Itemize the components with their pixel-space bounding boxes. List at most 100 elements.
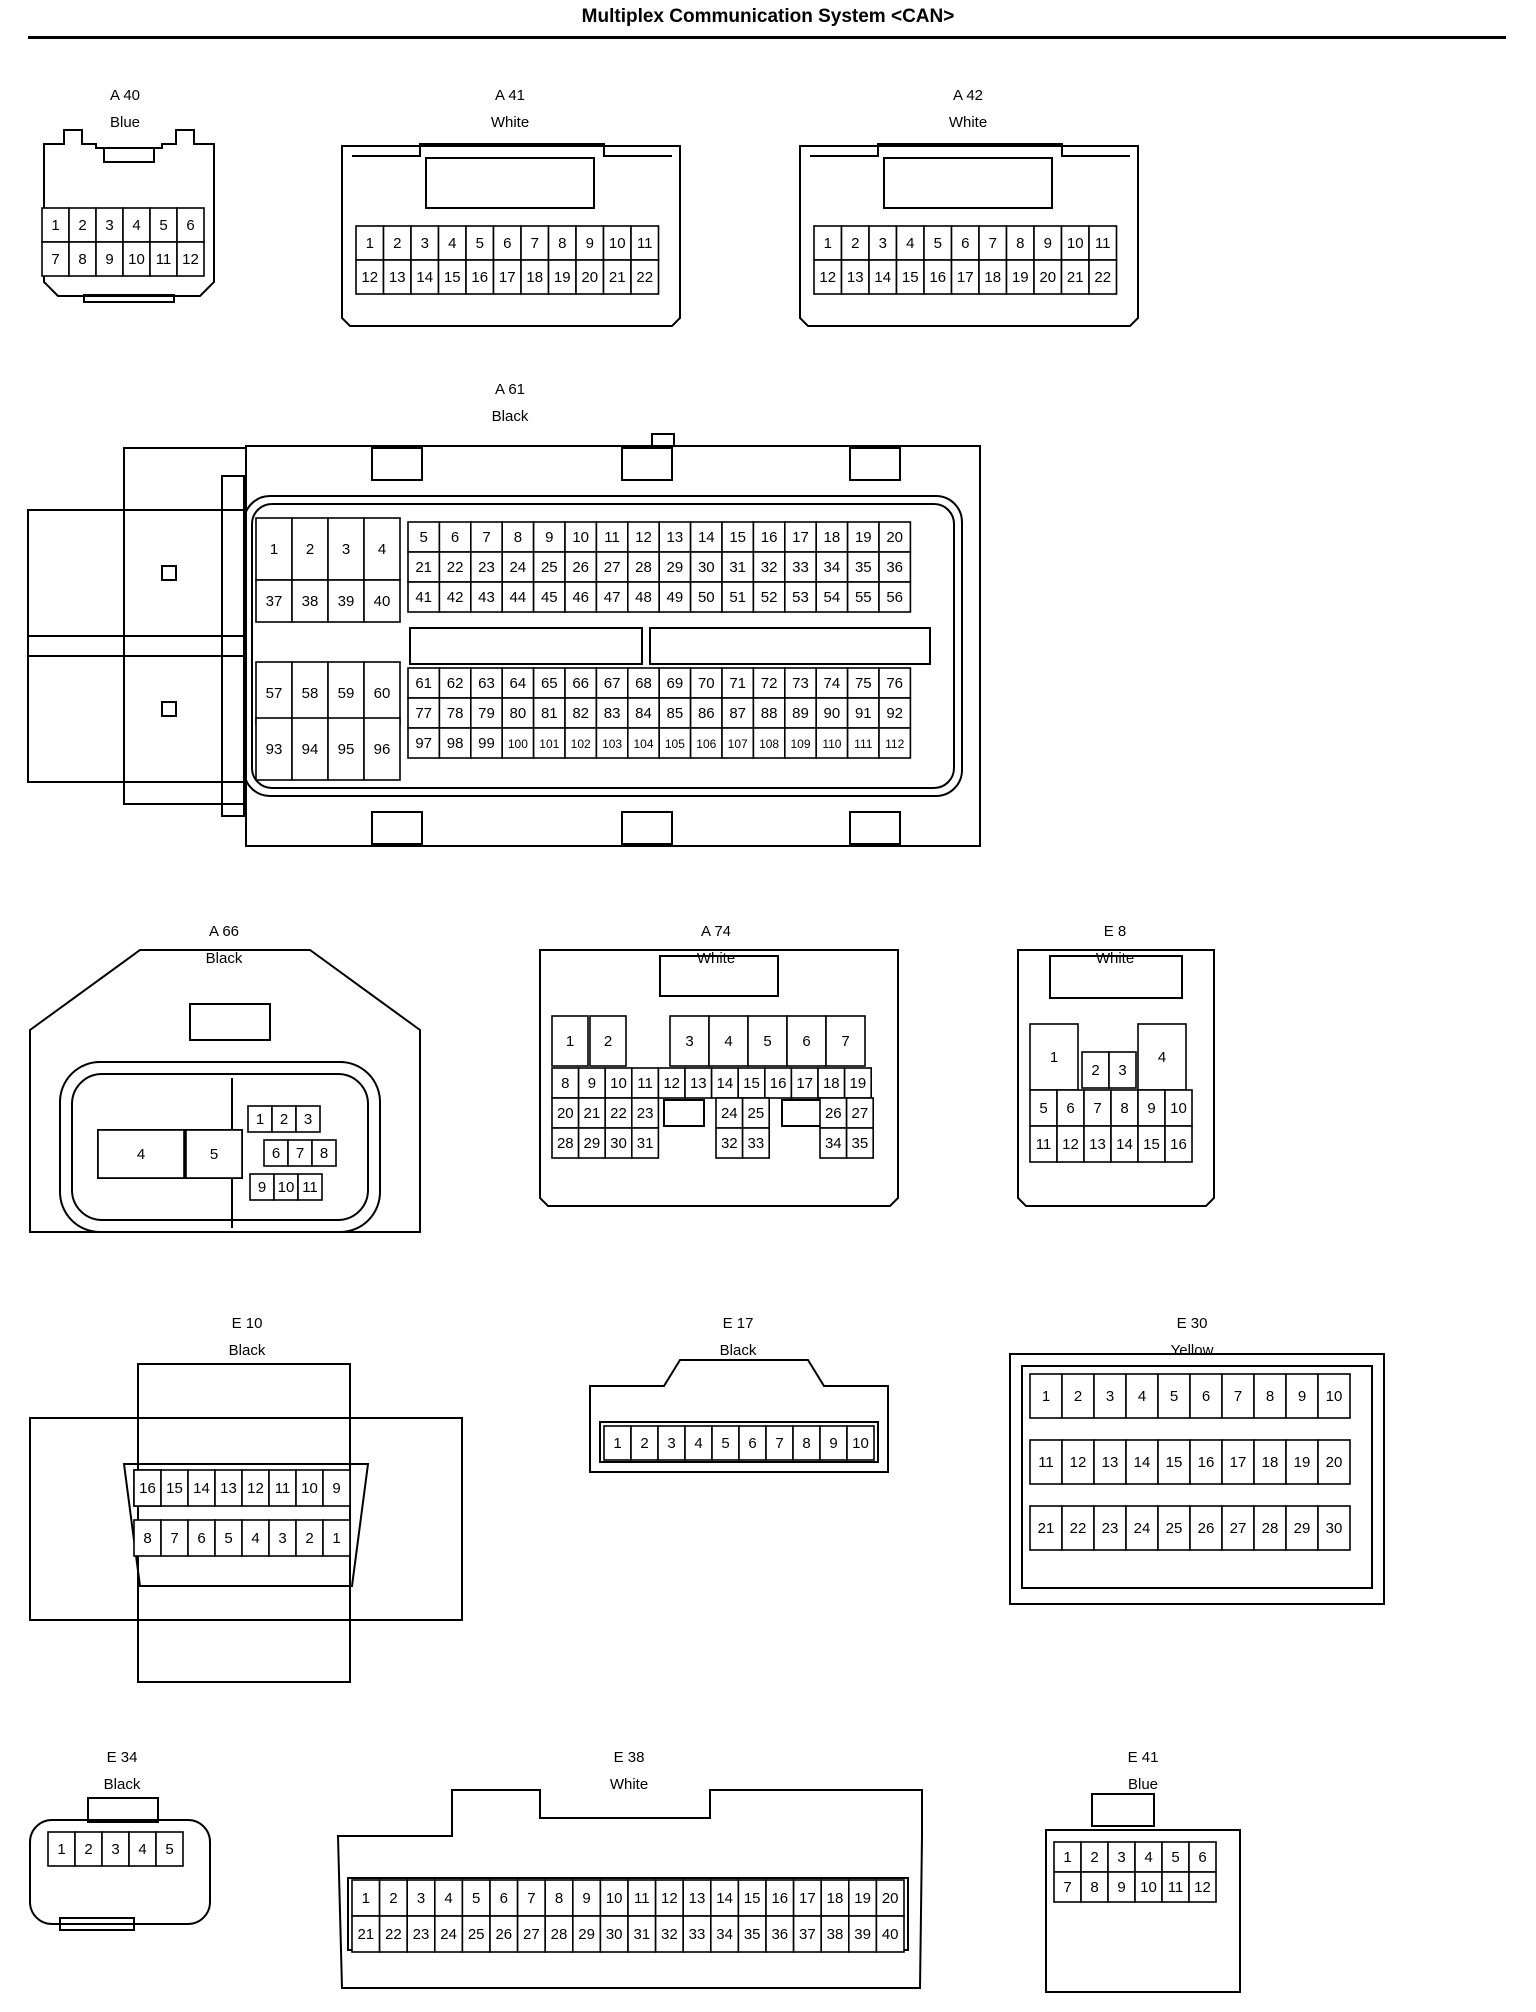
- pin-e38-23: 23: [406, 1915, 436, 1953]
- pin-a66-11: 11: [297, 1173, 323, 1201]
- svg-text:1: 1: [1063, 1849, 1071, 1866]
- svg-text:1: 1: [566, 1033, 574, 1050]
- pin-a74-17: 17: [790, 1067, 819, 1099]
- svg-text:7: 7: [775, 1435, 783, 1452]
- svg-text:20: 20: [581, 269, 598, 286]
- pin-e17-4: 4: [684, 1425, 713, 1461]
- pin-e38-1: 1: [351, 1879, 381, 1917]
- pin-e38-9: 9: [571, 1879, 602, 1917]
- pin-e38-32: 32: [654, 1915, 684, 1953]
- pin-a61-92: 92: [878, 697, 912, 729]
- pin-e38-21: 21: [351, 1915, 381, 1953]
- svg-text:7: 7: [841, 1033, 849, 1050]
- svg-text:8: 8: [1016, 235, 1024, 252]
- pin-e34-1: 1: [47, 1831, 76, 1867]
- connector-id-a74: A 74: [701, 923, 731, 940]
- svg-text:50: 50: [698, 589, 715, 606]
- svg-text:90: 90: [824, 705, 841, 722]
- pin-e38-25: 25: [461, 1915, 491, 1953]
- pin-e30-18: 18: [1253, 1439, 1287, 1485]
- pin-e38-31: 31: [627, 1915, 657, 1953]
- svg-text:39: 39: [338, 593, 355, 610]
- svg-text:2: 2: [851, 235, 859, 252]
- svg-text:84: 84: [635, 705, 652, 722]
- pin-a42-9: 9: [1033, 225, 1063, 261]
- pin-a61-37: 37: [255, 579, 293, 623]
- svg-text:4: 4: [251, 1530, 259, 1547]
- svg-text:97: 97: [415, 735, 432, 752]
- svg-text:48: 48: [635, 589, 652, 606]
- svg-text:18: 18: [823, 1075, 840, 1092]
- pin-e30-16: 16: [1189, 1439, 1223, 1485]
- svg-text:13: 13: [847, 269, 864, 286]
- svg-text:46: 46: [572, 589, 589, 606]
- svg-text:10: 10: [1326, 1388, 1343, 1405]
- pin-e17-2: 2: [630, 1425, 659, 1461]
- svg-text:4: 4: [724, 1033, 732, 1050]
- connector-id-a42: A 42: [953, 87, 983, 104]
- svg-text:26: 26: [1198, 1520, 1215, 1537]
- svg-text:5: 5: [763, 1033, 771, 1050]
- svg-text:38: 38: [302, 593, 319, 610]
- svg-text:18: 18: [824, 529, 841, 546]
- connector-color-a61: Black: [492, 408, 529, 425]
- svg-text:9: 9: [588, 1075, 596, 1092]
- svg-text:10: 10: [852, 1435, 869, 1452]
- svg-text:6: 6: [503, 235, 511, 252]
- svg-text:37: 37: [266, 593, 283, 610]
- svg-text:11: 11: [275, 1480, 291, 1497]
- svg-text:8: 8: [320, 1145, 328, 1162]
- svg-text:3: 3: [111, 1841, 119, 1858]
- pin-a42-12: 12: [813, 259, 843, 295]
- pin-a61-85: 85: [658, 697, 692, 729]
- svg-text:44: 44: [510, 589, 527, 606]
- pin-a66-3: 3: [295, 1105, 321, 1133]
- svg-text:1: 1: [1042, 1388, 1050, 1405]
- pin-a40-7: 7: [41, 241, 70, 277]
- pin-e38-4: 4: [433, 1879, 464, 1917]
- svg-text:1: 1: [57, 1841, 65, 1858]
- pin-a61-53: 53: [783, 581, 817, 613]
- svg-text:69: 69: [667, 675, 684, 692]
- svg-text:16: 16: [471, 269, 488, 286]
- pin-a41-13: 13: [382, 259, 412, 295]
- svg-text:9: 9: [545, 529, 553, 546]
- pin-a61-102: 102: [564, 727, 598, 759]
- pin-e30-13: 13: [1093, 1439, 1127, 1485]
- svg-text:21: 21: [1038, 1520, 1055, 1537]
- pin-a61-82: 82: [564, 697, 598, 729]
- pin-a74-28: 28: [551, 1127, 580, 1159]
- pin-a41-8: 8: [547, 225, 577, 261]
- connector-id-a61: A 61: [495, 381, 525, 398]
- pin-a61-58: 58: [291, 661, 329, 725]
- svg-text:32: 32: [761, 559, 778, 576]
- svg-text:4: 4: [137, 1146, 145, 1163]
- pin-a42-10: 10: [1060, 225, 1090, 261]
- pin-e10-15: 15: [160, 1469, 189, 1507]
- connector-color-e17: Black: [720, 1342, 757, 1359]
- svg-text:22: 22: [1070, 1520, 1087, 1537]
- pin-e10-14: 14: [187, 1469, 216, 1507]
- svg-text:21: 21: [357, 1926, 374, 1943]
- pin-e30-27: 27: [1221, 1505, 1255, 1551]
- pin-a40-8: 8: [68, 241, 97, 277]
- pin-a74-6: 6: [786, 1015, 827, 1067]
- pin-e30-7: 7: [1221, 1373, 1255, 1419]
- svg-text:10: 10: [606, 1890, 623, 1907]
- svg-text:12: 12: [819, 269, 836, 286]
- svg-text:22: 22: [610, 1105, 627, 1122]
- svg-text:13: 13: [220, 1480, 237, 1497]
- svg-text:5: 5: [224, 1530, 232, 1547]
- pin-e34-5: 5: [155, 1831, 184, 1867]
- pin-a61-71: 71: [721, 667, 755, 699]
- svg-text:24: 24: [440, 1926, 457, 1943]
- pin-e30-12: 12: [1061, 1439, 1095, 1485]
- svg-text:7: 7: [51, 251, 59, 268]
- svg-text:6: 6: [1198, 1849, 1206, 1866]
- pin-a41-17: 17: [492, 259, 522, 295]
- pin-e38-3: 3: [406, 1879, 436, 1917]
- pin-a61-106: 106: [689, 727, 723, 759]
- svg-text:14: 14: [874, 269, 891, 286]
- svg-text:25: 25: [541, 559, 558, 576]
- svg-text:12: 12: [661, 1890, 678, 1907]
